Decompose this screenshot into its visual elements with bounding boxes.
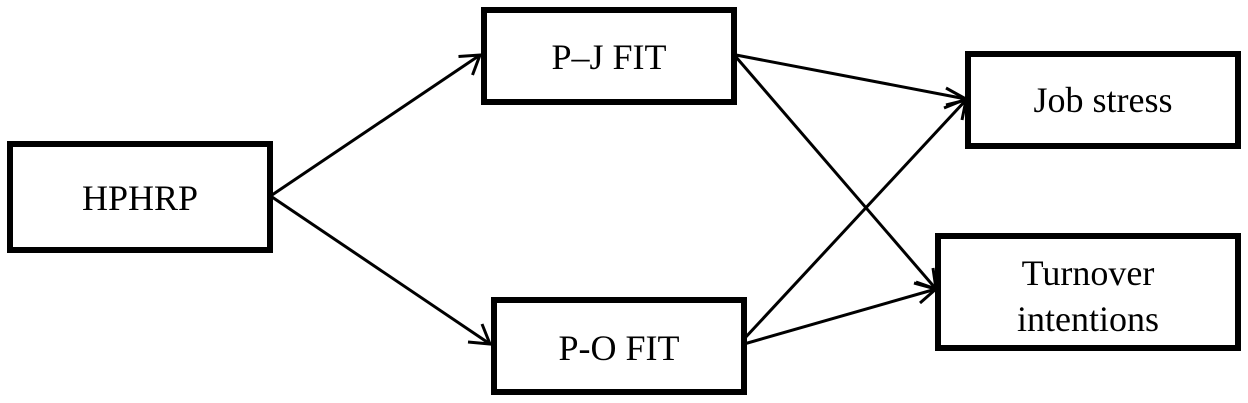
node-po-fit: P-O FIT [491, 297, 747, 395]
node-hphrp-label: HPHRP [82, 178, 198, 218]
edge-hphrp-to-pj-fit [271, 53, 483, 197]
edge-pj-fit-to-turnover [734, 56, 938, 292]
node-job-stress: Job stress [965, 51, 1241, 149]
node-job-stress-label: Job stress [1033, 80, 1172, 120]
node-hphrp: HPHRP [7, 141, 273, 253]
node-pj-fit-label: P–J FIT [551, 37, 666, 77]
node-turnover-label-line2: intentions [1017, 299, 1159, 339]
node-po-fit-label: P-O FIT [558, 328, 679, 368]
node-turnover-intentions: Turnover intentions [935, 233, 1241, 351]
edge-hphrp-to-po-fit [271, 195, 493, 346]
node-pj-fit: P–J FIT [481, 7, 737, 105]
edge-pj-fit-to-job-stress [735, 53, 970, 110]
node-turnover-label-line1: Turnover [1022, 253, 1155, 293]
edge-po-fit-to-turnover [743, 281, 940, 346]
edge-po-fit-to-job-stress [742, 97, 968, 341]
